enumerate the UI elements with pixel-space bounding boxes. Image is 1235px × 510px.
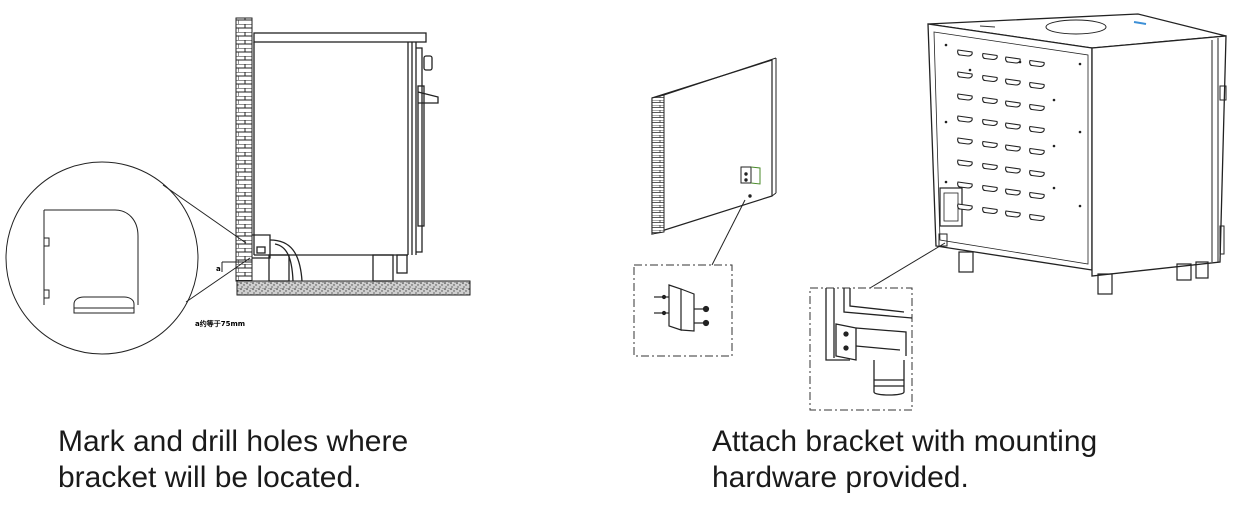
vent-slot (1005, 144, 1021, 152)
range-side-view (252, 32, 439, 282)
vent-slot (982, 118, 998, 127)
vent-slot (1029, 169, 1045, 178)
wall-panel-diagram (633, 57, 777, 357)
vent-slot (1005, 166, 1021, 174)
vent-slot (957, 115, 973, 123)
dimension-label: a (216, 265, 221, 273)
back-detail-box (809, 287, 913, 411)
vent-slot (1005, 78, 1021, 86)
vent-slot (1005, 56, 1021, 64)
vent-slot (1005, 210, 1021, 218)
screw (1018, 60, 1022, 64)
vent-slot (1029, 59, 1045, 68)
vent-slot (982, 184, 998, 193)
screw (1078, 204, 1082, 208)
vent-slot (1005, 122, 1021, 130)
vent-slot (1029, 191, 1045, 200)
vent-slot (957, 49, 973, 57)
vent-slot (1029, 147, 1045, 156)
screw (1078, 62, 1082, 66)
screw (1078, 130, 1082, 134)
vent-slot (957, 71, 973, 79)
vent-slot (1005, 100, 1021, 108)
vent-slot (957, 137, 973, 145)
vent-slot (957, 93, 973, 101)
vent-slot (982, 52, 998, 61)
screw (968, 68, 972, 72)
floor (236, 280, 471, 296)
vent-slot (982, 96, 998, 105)
vent-slots (957, 49, 1045, 222)
wall-bracket (740, 166, 761, 198)
detail-callout (5, 161, 252, 355)
screw (944, 180, 948, 184)
vent-slot (982, 140, 998, 149)
vent-slot (982, 206, 998, 215)
vent-slot (957, 181, 973, 189)
bracket-detail (654, 284, 710, 332)
vent-slot (1005, 188, 1021, 196)
screw (1052, 144, 1056, 148)
range-back-view (809, 13, 1227, 411)
left-caption-line-2: bracket will be located. (58, 461, 362, 494)
vent-slot (1029, 213, 1045, 222)
brick-wall (235, 17, 253, 282)
back-panel-screws (944, 43, 1082, 208)
screw (1052, 186, 1056, 190)
screw (1052, 98, 1056, 102)
dimension-note: a约等于75mm (195, 319, 245, 328)
back-detail (825, 288, 913, 396)
wall-slab (651, 59, 773, 235)
vent-slot (982, 162, 998, 171)
vent-slot (957, 203, 973, 211)
vent-slot (957, 159, 973, 167)
screw (944, 43, 948, 47)
vent-slot (1029, 103, 1045, 112)
vent-slot (1029, 125, 1045, 134)
right-caption-line-1: Attach bracket with mounting (712, 425, 1098, 458)
screw (944, 120, 948, 124)
right-caption-line-2: hardware provided. (712, 461, 969, 494)
side-view-diagram: a a约等于75mm (5, 17, 471, 355)
bracket-detail-box (633, 264, 733, 357)
vent-slot (982, 74, 998, 83)
left-caption-line-1: Mark and drill holes where (58, 425, 409, 458)
vent-slot (1029, 81, 1045, 90)
